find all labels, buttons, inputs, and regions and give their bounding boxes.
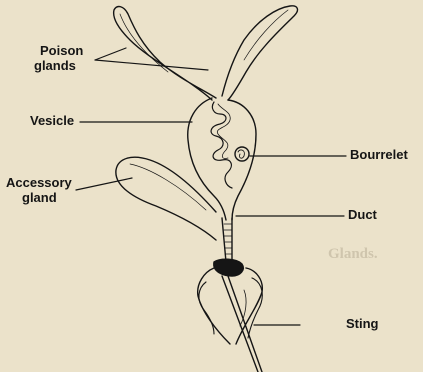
- label-poison-glands-line1: Poison: [40, 44, 83, 58]
- label-vesicle: Vesicle: [30, 114, 74, 128]
- bourrelet: [235, 147, 249, 161]
- leader-lines: [76, 48, 346, 325]
- sting: [198, 268, 263, 372]
- accessory-gland: [116, 157, 216, 240]
- label-duct: Duct: [348, 208, 377, 222]
- label-accessory-gland-line1: Accessory: [6, 176, 72, 190]
- right-poison-gland: [222, 6, 297, 100]
- label-bourrelet: Bourrelet: [350, 148, 408, 162]
- vesicle: [188, 98, 256, 220]
- vesicle-convoluted-tube: [211, 102, 232, 188]
- label-accessory-gland-line2: gland: [22, 191, 57, 205]
- sting-base: [214, 259, 243, 276]
- label-poison-glands-line2: glands: [34, 59, 76, 73]
- label-sting: Sting: [346, 317, 379, 331]
- left-poison-gland: [114, 7, 216, 100]
- duct: [222, 218, 232, 262]
